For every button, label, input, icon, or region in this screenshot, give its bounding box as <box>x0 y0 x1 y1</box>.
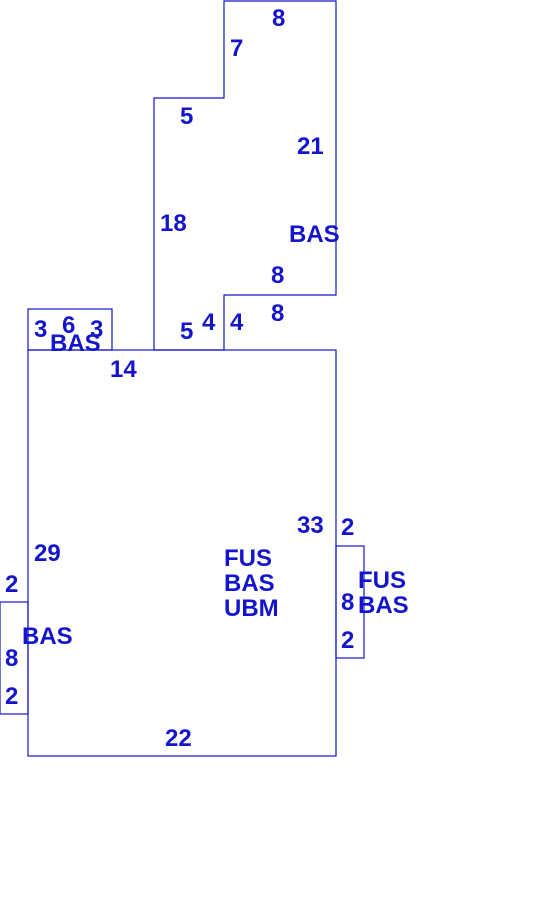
left-section-outline <box>0 601 29 715</box>
right-section-area-label-2: BAS <box>358 592 409 619</box>
main-section-area-label-2: BAS <box>224 570 275 597</box>
left-section-top-dimension: 2 <box>5 571 18 598</box>
top-section-bottom-dimension-a: 8 <box>271 262 284 289</box>
top-section-left-dimension: 18 <box>160 210 187 237</box>
top-section-step-dimension: 5 <box>180 103 193 130</box>
main-section-top-dimension: 14 <box>110 356 137 383</box>
top-section-notch-dimension-b: 4 <box>202 309 216 336</box>
right-section-outline <box>335 545 365 659</box>
top-section-right-dimension: 21 <box>297 133 324 160</box>
top-section-notch-dimension-a: 5 <box>180 318 193 345</box>
top-section-bottom-dimension-b: 8 <box>271 300 284 327</box>
main-section-area-label-3: UBM <box>224 595 279 622</box>
main-section-area-label-1: FUS <box>224 545 272 572</box>
left-section-side-dimension: 8 <box>5 645 18 672</box>
right-section-bottom-dimension: 2 <box>341 627 354 654</box>
right-section-area-label-1: FUS <box>358 567 406 594</box>
main-section-left-dimension: 29 <box>34 540 61 567</box>
small-section-left-dimension: 3 <box>34 316 47 343</box>
right-section-side-dimension: 8 <box>341 589 354 616</box>
small-section-area-label: BAS <box>50 330 101 357</box>
left-section-bottom-dimension: 2 <box>5 683 18 710</box>
top-section-notch-dimension-c: 4 <box>230 309 244 336</box>
top-section-upper-left-dimension: 7 <box>230 35 243 62</box>
top-section-outline <box>153 0 337 351</box>
right-section-top-dimension: 2 <box>341 514 354 541</box>
main-section-right-dimension: 33 <box>297 512 324 539</box>
main-section-bottom-dimension: 22 <box>165 725 192 752</box>
small-section-right-dimension: 3 <box>90 316 103 343</box>
main-section-outline <box>27 349 337 757</box>
top-section-top-dimension: 8 <box>272 5 285 32</box>
small-section-top-dimension: 6 <box>62 312 75 339</box>
top-section-area-label: BAS <box>289 221 340 248</box>
left-section-area-label: BAS <box>22 623 73 650</box>
